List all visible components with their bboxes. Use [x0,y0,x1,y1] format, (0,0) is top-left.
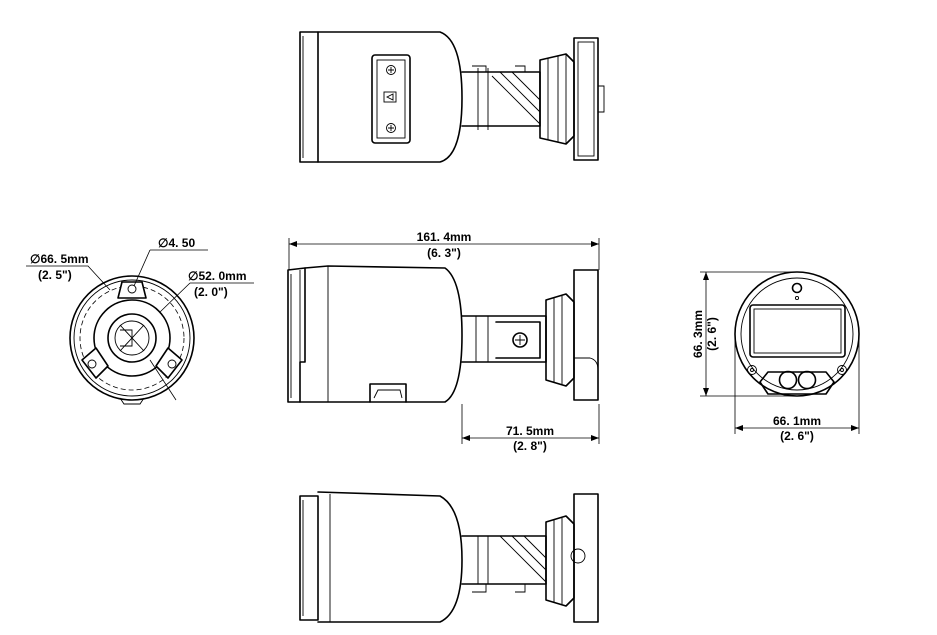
overall-length-inch: (6. 3") [427,246,461,260]
front-height-inch: (2. 6") [705,317,719,351]
dimension-base-hole: ∅4. 50 [133,236,208,287]
base-inner-diameter-mm: ∅52. 0mm [188,269,246,283]
bottom-view [299,491,599,623]
top-view [299,31,605,163]
dimension-overall-length: 161. 4mm (6. 3") [288,230,600,270]
dimension-base-inner: ∅52. 0mm (2. 0") [159,269,254,313]
dimension-front-width: 66. 1mm (2. 6") [734,334,860,443]
base-view [69,275,195,405]
overall-length-mm: 161. 4mm [417,230,472,244]
side-view [287,265,599,403]
front-view [734,271,860,397]
dimension-front-height: 66. 3mm (2. 6") [691,271,797,397]
base-inner-diameter-inch: (2. 0") [194,285,228,299]
bracket-depth-mm: 71. 5mm [506,424,554,438]
bracket-depth-inch: (2. 8") [513,439,547,453]
front-height-mm: 66. 3mm [691,310,705,358]
front-width-mm: 66. 1mm [773,414,821,428]
base-outer-diameter-mm: ∅66. 5mm [30,252,88,266]
dimension-bracket-depth: 71. 5mm (2. 8") [461,404,600,453]
front-width-inch: (2. 6") [780,429,814,443]
dimension-base-outer: ∅66. 5mm (2. 5") [26,252,111,291]
base-outer-diameter-inch: (2. 5") [38,268,72,282]
base-hole-diameter: ∅4. 50 [158,236,195,250]
